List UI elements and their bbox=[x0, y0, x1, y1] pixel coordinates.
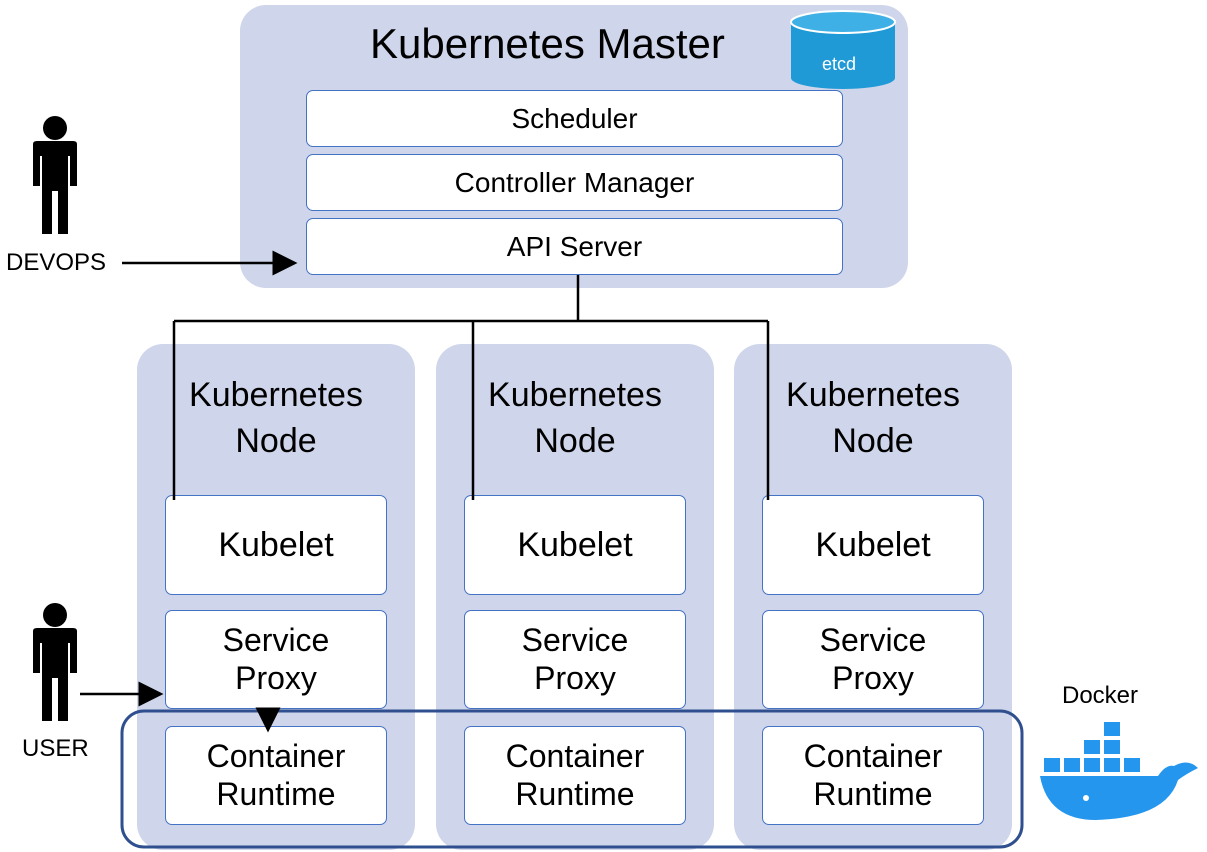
kubelet-label: Kubelet bbox=[815, 525, 931, 564]
proxy-line1: Service bbox=[222, 621, 330, 658]
master-title: Kubernetes Master bbox=[370, 20, 725, 67]
kubelet-box-1: Kubelet bbox=[165, 495, 387, 595]
node-title-line2: Node bbox=[832, 422, 914, 460]
runtime-line1: Container bbox=[803, 737, 943, 774]
user-label: USER bbox=[22, 735, 89, 762]
node-title-1: Kubernetes Node bbox=[137, 372, 415, 464]
database-icon bbox=[790, 10, 896, 89]
kubelet-box-3: Kubelet bbox=[762, 495, 984, 595]
person-icon bbox=[33, 116, 77, 234]
controller-manager-label: Controller Manager bbox=[454, 166, 695, 198]
docker-whale-icon bbox=[1040, 722, 1198, 820]
proxy-line1: Service bbox=[521, 621, 629, 658]
proxy-line2: Proxy bbox=[534, 659, 616, 696]
proxy-line2: Proxy bbox=[235, 659, 317, 696]
scheduler-box: Scheduler bbox=[306, 90, 843, 147]
api-server-label: API Server bbox=[506, 230, 643, 262]
etcd-label: etcd bbox=[822, 54, 857, 74]
runtime-line1: Container bbox=[505, 737, 645, 774]
kubelet-label: Kubelet bbox=[517, 525, 633, 564]
node-title-line2: Node bbox=[235, 422, 317, 460]
node-title-2: Kubernetes Node bbox=[436, 372, 714, 464]
api-server-box: API Server bbox=[306, 218, 843, 275]
proxy-line2: Proxy bbox=[832, 659, 914, 696]
node-title-line2: Node bbox=[534, 422, 616, 460]
scheduler-label: Scheduler bbox=[511, 102, 638, 134]
runtime-line2: Runtime bbox=[813, 775, 933, 812]
docker-label: Docker bbox=[1062, 682, 1139, 709]
node-title-line1: Kubernetes bbox=[786, 376, 960, 414]
runtime-line2: Runtime bbox=[216, 775, 336, 812]
proxy-line1: Service bbox=[819, 621, 927, 658]
kubelet-box-2: Kubelet bbox=[464, 495, 686, 595]
person-icon bbox=[33, 603, 77, 721]
controller-manager-box: Controller Manager bbox=[306, 154, 843, 211]
devops-label: DEVOPS bbox=[6, 249, 107, 276]
kubelet-label: Kubelet bbox=[218, 525, 334, 564]
runtime-line2: Runtime bbox=[515, 775, 635, 812]
runtime-line1: Container bbox=[206, 737, 346, 774]
node-title-line1: Kubernetes bbox=[488, 376, 662, 414]
node-title-3: Kubernetes Node bbox=[734, 372, 1012, 464]
node-title-line1: Kubernetes bbox=[189, 376, 363, 414]
